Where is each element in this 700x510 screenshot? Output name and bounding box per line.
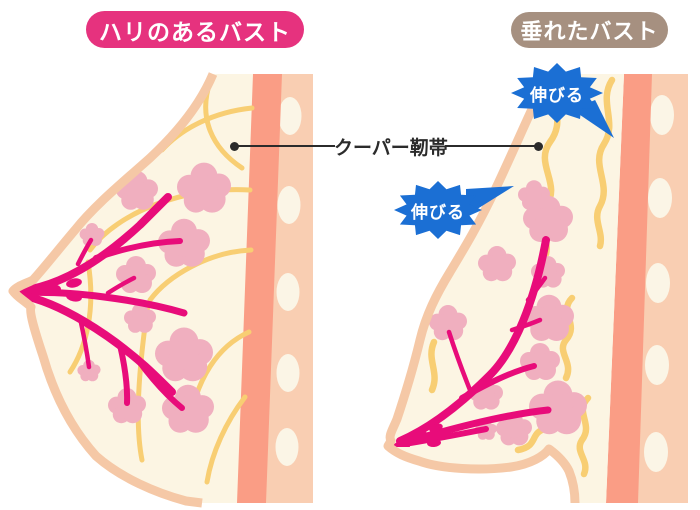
- skin-outline-left: [8, 72, 218, 508]
- leader-dot-right: [534, 142, 543, 151]
- nipple-right: [390, 435, 410, 447]
- cooper-ligament-label: クーパー靭帯: [334, 138, 448, 159]
- label-sagging-bust: 垂れたバスト: [511, 12, 668, 48]
- chest-muscle-left: [236, 74, 282, 503]
- milk-ducts-left: [10, 193, 188, 411]
- label-firm-bust: ハリのあるバスト: [86, 11, 304, 48]
- sagging-bust-diagram: [383, 71, 688, 504]
- rib-ovals-left: [275, 97, 302, 466]
- chest-muscle-right: [606, 74, 652, 503]
- skin-outline-right: [383, 71, 580, 504]
- milk-ducts-right: [390, 236, 552, 448]
- rib-ovals-right: [644, 95, 674, 472]
- leader-line-right: [445, 145, 538, 147]
- leader-line-left: [234, 145, 335, 147]
- firm-bust-diagram: [8, 72, 313, 508]
